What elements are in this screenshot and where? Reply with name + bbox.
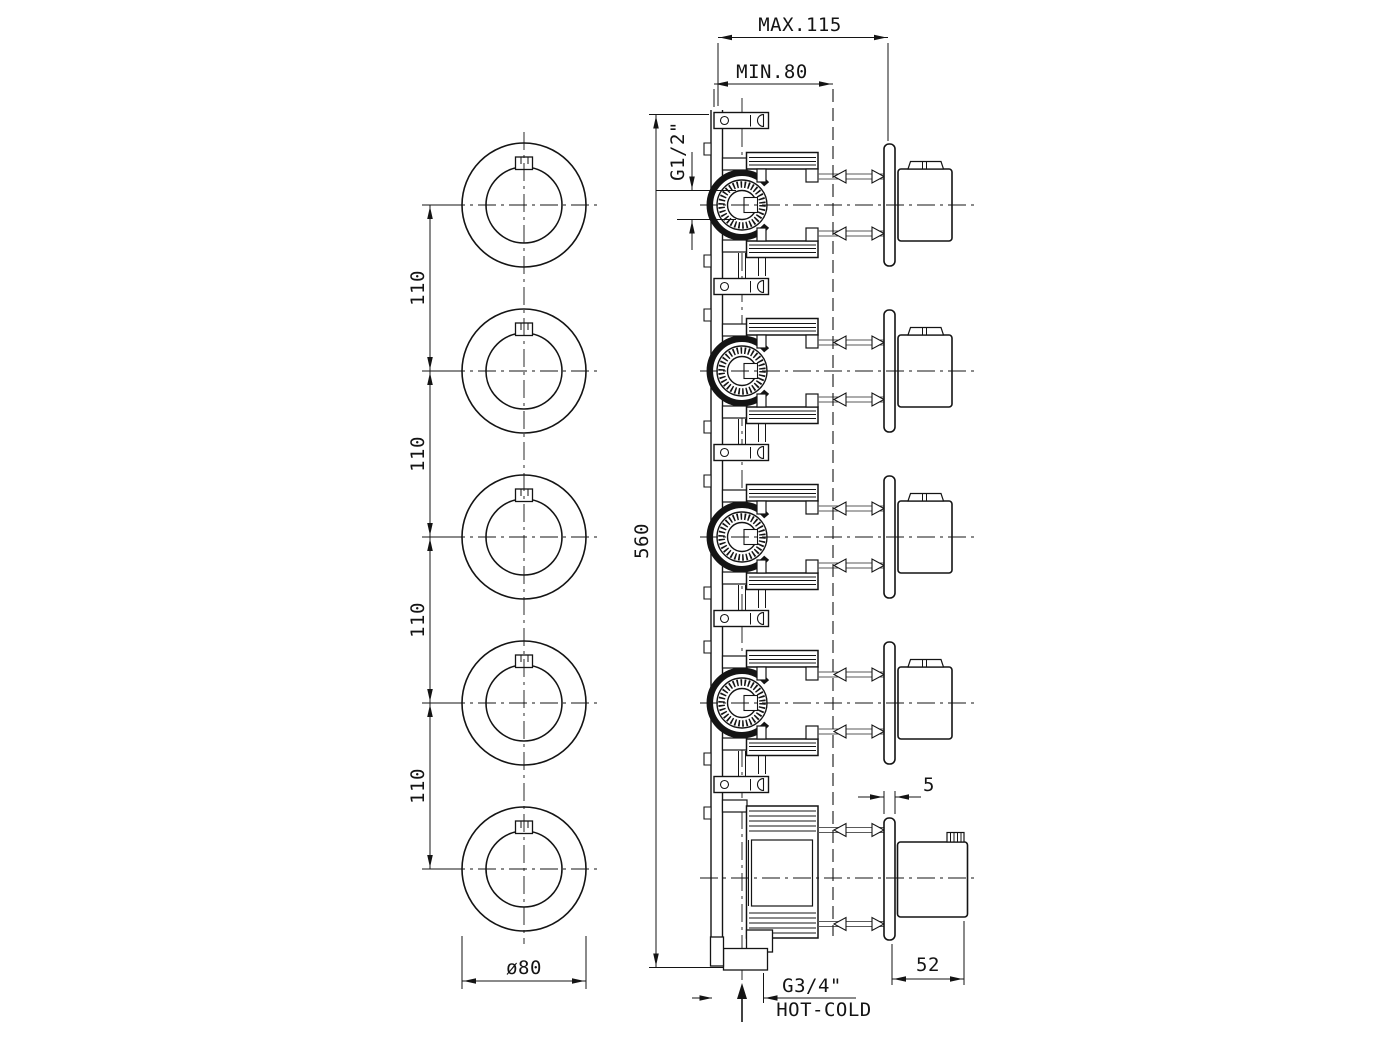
dim-port-thread-label: G1/2": [667, 121, 689, 181]
dim-plate-thickness-label: 5: [923, 774, 935, 796]
dim-min-depth-label: MIN.80: [736, 61, 808, 83]
dim-spacing-label-1: 110: [407, 270, 429, 306]
valve-unit-main: [700, 775, 974, 971]
flow-direction-arrow: [737, 983, 747, 1022]
dim-trim-diameter-label: ø80: [506, 957, 542, 979]
valve-unit-4: [700, 611, 974, 780]
supply-hot-cold-label: HOT-COLD: [776, 999, 872, 1021]
section-view: [700, 89, 974, 980]
front-view: [446, 132, 602, 944]
dim-handle-depth-label: 52: [916, 954, 940, 976]
dim-spacing-label-4: 110: [407, 768, 429, 804]
valve-unit-3: [700, 445, 974, 614]
rail-flange-tabs: [703, 142, 712, 820]
valve-unit-1: [700, 113, 974, 282]
dim-spacing-label-2: 110: [407, 436, 429, 472]
dim-supply-thread-label: G3/4": [782, 975, 842, 997]
dimensions: MAX.115 MIN.80 G1/2" 560 110 110 110 1: [407, 14, 965, 1022]
dim-max-depth-label: MAX.115: [758, 14, 842, 36]
dim-spacing-label-3: 110: [407, 602, 429, 638]
dim-total-length-label: 560: [631, 523, 653, 559]
valve-unit-2: [700, 279, 974, 448]
